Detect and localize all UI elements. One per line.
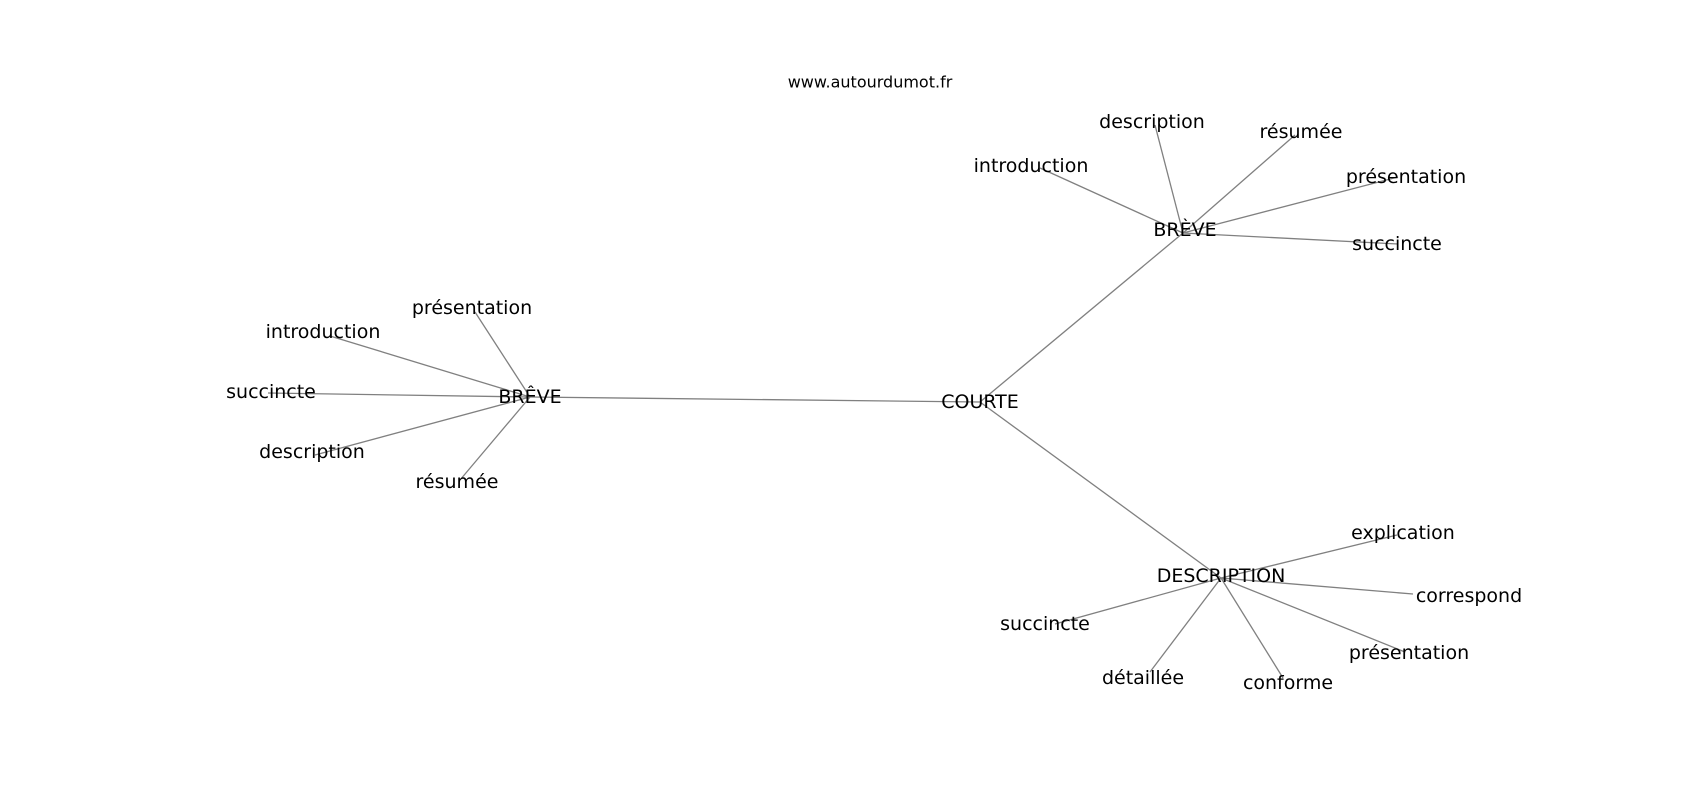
edge-branch-0-leaf-2 <box>267 392 531 398</box>
edge-root-to-branch-0 <box>529 396 981 403</box>
edge-branch-2-leaf-1 <box>1220 577 1414 595</box>
node-leaf-2-4: détaillée <box>1102 667 1184 689</box>
edge-branch-1-leaf-2 <box>1182 134 1296 234</box>
node-root-courte: COURTE <box>941 391 1019 413</box>
node-leaf-2-5: succincte <box>1000 613 1090 635</box>
node-leaf-0-3: description <box>259 441 365 463</box>
edge-branch-0-leaf-1 <box>329 335 531 398</box>
node-leaf-2-1: correspond <box>1416 585 1522 607</box>
node-leaf-0-1: introduction <box>266 321 381 343</box>
edge-branch-0-leaf-4 <box>459 396 531 481</box>
edge-branch-1-leaf-1 <box>1154 124 1184 234</box>
graph-edges <box>267 124 1414 679</box>
edge-branch-1-leaf-3 <box>1182 176 1399 234</box>
node-leaf-0-4: résumée <box>416 471 499 493</box>
edge-root-to-branch-2 <box>979 401 1222 579</box>
node-leaf-2-0: explication <box>1351 522 1455 544</box>
edge-branch-2-leaf-3 <box>1220 577 1284 679</box>
node-leaf-0-0: présentation <box>412 297 532 319</box>
edge-branch-2-leaf-4 <box>1149 577 1222 673</box>
edge-branch-2-leaf-5 <box>1054 577 1222 625</box>
node-leaf-1-2: résumée <box>1260 121 1343 143</box>
site-watermark: www.autourdumot.fr <box>788 73 953 92</box>
edge-branch-2-leaf-0 <box>1220 534 1398 579</box>
node-leaf-1-1: description <box>1099 111 1205 133</box>
node-leaf-1-3: présentation <box>1346 166 1466 188</box>
node-branch-1: BRÈVE <box>1153 218 1216 241</box>
node-leaf-2-2: présentation <box>1349 642 1469 664</box>
node-leaf-1-4: succincte <box>1352 233 1442 255</box>
node-leaf-2-3: conforme <box>1243 672 1333 694</box>
node-branch-2: DESCRIPTION <box>1157 565 1286 587</box>
node-leaf-1-0: introduction <box>974 155 1089 177</box>
node-leaf-0-2: succincte <box>226 381 316 403</box>
node-branch-0: BRÊVE <box>498 385 561 408</box>
graph-labels: www.autourdumot.fr COURTE BRÊVE présentati… <box>226 73 1522 695</box>
edge-branch-0-leaf-3 <box>314 396 531 456</box>
edge-branch-2-leaf-2 <box>1220 577 1406 653</box>
edge-root-to-branch-1 <box>979 232 1184 403</box>
edge-branch-1-leaf-4 <box>1182 232 1399 245</box>
edge-branch-0-leaf-0 <box>474 311 531 398</box>
edge-branch-1-leaf-0 <box>1039 167 1184 234</box>
